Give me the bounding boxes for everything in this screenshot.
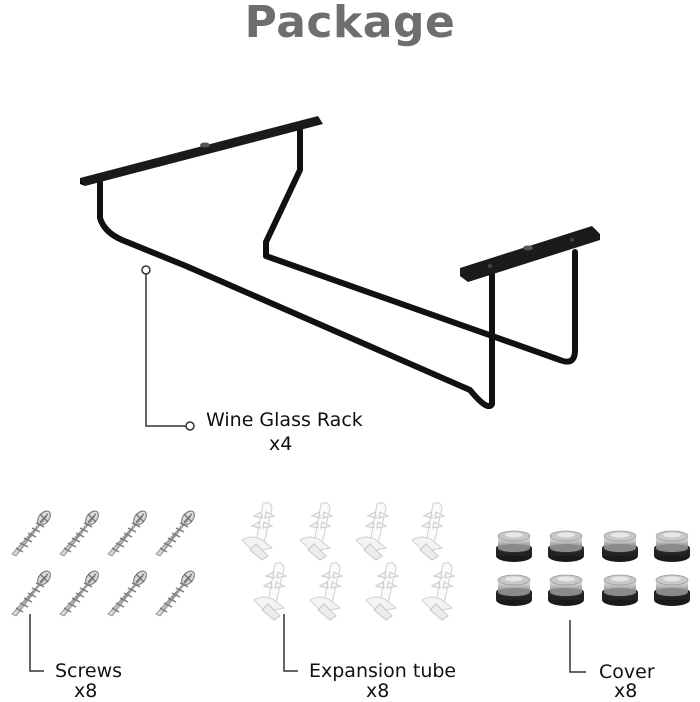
expansion-tube-icon bbox=[355, 502, 389, 561]
cover-quantity: x8 bbox=[614, 680, 638, 702]
expansion-tube-icon bbox=[365, 562, 399, 621]
screw-cover-icon bbox=[653, 530, 691, 563]
screw-icon bbox=[155, 507, 198, 557]
screws-group bbox=[11, 507, 198, 617]
expansion-tube-quantity: x8 bbox=[366, 680, 390, 702]
rack-callout-line bbox=[141, 265, 195, 431]
screw-cover-icon bbox=[495, 574, 533, 607]
screw-icon bbox=[107, 507, 150, 557]
wine-glass-rack-icon bbox=[80, 116, 600, 410]
expansion-tube-icon bbox=[241, 502, 275, 561]
covers-group bbox=[495, 530, 691, 607]
expansion-tube-icon bbox=[299, 502, 333, 561]
screw-cover-icon bbox=[547, 574, 585, 607]
package-title: Package bbox=[244, 0, 456, 48]
screw-icon bbox=[11, 567, 54, 617]
expansion-tube-icon bbox=[309, 562, 343, 621]
screw-icon bbox=[107, 567, 150, 617]
screw-icon bbox=[59, 567, 102, 617]
screws-quantity: x8 bbox=[74, 680, 98, 702]
screw-icon bbox=[155, 567, 198, 617]
screw-icon bbox=[59, 507, 102, 557]
cover-label: Cover bbox=[599, 661, 655, 683]
screw-cover-icon bbox=[495, 530, 533, 563]
screw-cover-icon bbox=[601, 530, 639, 563]
screw-cover-icon bbox=[601, 574, 639, 607]
screw-icon bbox=[11, 507, 54, 557]
rack-label: Wine Glass Rack bbox=[206, 409, 363, 431]
expansion-tube-callout-line bbox=[283, 614, 298, 672]
screw-cover-icon bbox=[547, 530, 585, 563]
expansion-tube-icon bbox=[253, 562, 287, 621]
rack-quantity: x4 bbox=[269, 433, 293, 455]
cover-callout-line bbox=[569, 620, 586, 673]
screws-callout-line bbox=[29, 614, 44, 672]
screw-cover-icon bbox=[653, 574, 691, 607]
expansion-tubes-group bbox=[241, 502, 455, 621]
screws-label: Screws bbox=[55, 660, 123, 682]
expansion-tube-icon bbox=[421, 562, 455, 621]
expansion-tube-icon bbox=[411, 502, 445, 561]
expansion-tube-label: Expansion tube bbox=[309, 660, 457, 682]
